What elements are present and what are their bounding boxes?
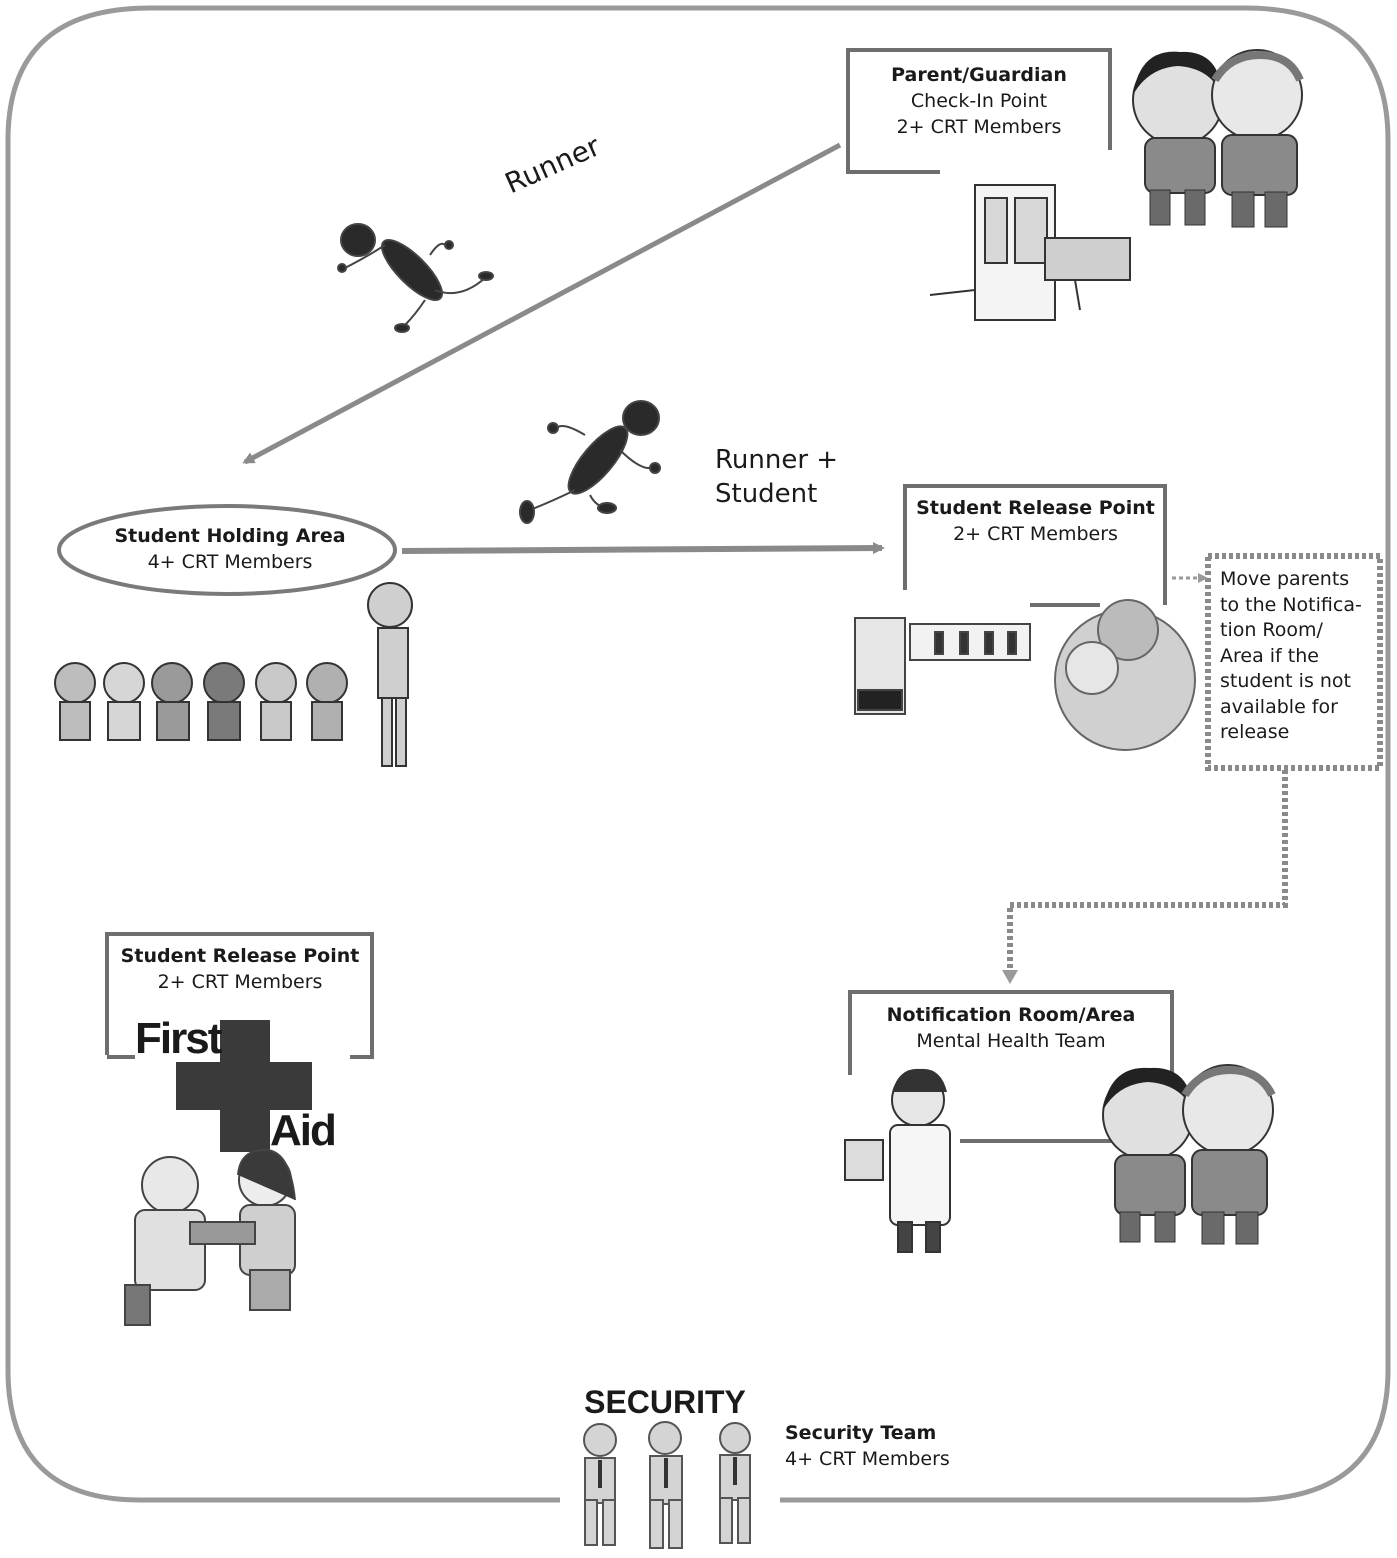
- checkin-label: Parent/Guardian Check-In Point 2+ CRT Me…: [850, 62, 1108, 140]
- note-line: release: [1220, 721, 1290, 743]
- parent-child-hug: [1054, 599, 1196, 751]
- first-aid-word2: Aid: [270, 1106, 337, 1155]
- notification-line1: Notification Room/Area: [886, 1004, 1136, 1026]
- notification-label: Notification Room/Area Mental Health Tea…: [855, 1002, 1167, 1054]
- checkin-box: [846, 48, 1112, 174]
- note-line: tion Room/: [1220, 619, 1323, 641]
- release-main-line1: Student Release Point: [916, 497, 1155, 519]
- release-main-label: Student Release Point 2+ CRT Members: [908, 495, 1163, 547]
- note-box: [1205, 553, 1383, 771]
- note-line: available for: [1220, 695, 1338, 718]
- checkpoint-booth: [929, 184, 1131, 321]
- runner-student-line2: Student: [715, 479, 818, 509]
- first-aid-people: [124, 1148, 296, 1326]
- note-line: Area if the: [1220, 644, 1319, 667]
- notification-box: [848, 990, 1174, 1143]
- security-line2: 4+ CRT Members: [785, 1448, 950, 1470]
- security-label: Security Team 4+ CRT Members: [785, 1420, 985, 1472]
- note-line: Move parents: [1220, 568, 1350, 590]
- runner-figure-top: [337, 223, 494, 333]
- note-line: student is not: [1220, 670, 1352, 692]
- checkin-line1: Parent/Guardian: [891, 64, 1067, 86]
- release-aid-line2: 2+ CRT Members: [157, 971, 323, 993]
- parents-couple-top: [1132, 49, 1304, 228]
- arrow-holding-to-release: [401, 542, 885, 555]
- parents-couple-bottom: [1102, 1064, 1276, 1245]
- runner-student-label: Runner + Student: [715, 443, 838, 511]
- holding-line1: Student Holding Area: [114, 525, 346, 547]
- release-aid-label: Student Release Point 2+ CRT Members: [110, 943, 370, 995]
- notification-line2: Mental Health Team: [916, 1030, 1106, 1052]
- checkin-line3: 2+ CRT Members: [896, 116, 1062, 138]
- arrow-note-to-notification: [1007, 770, 1288, 975]
- first-aid-word1: First: [135, 1014, 222, 1063]
- runner-student-line1: Runner +: [715, 445, 839, 475]
- doctor-figure: [844, 1068, 951, 1253]
- first-aid-cross: [176, 1020, 312, 1152]
- security-team-figures: [583, 1421, 751, 1549]
- first-aid-box: [105, 932, 374, 1059]
- release-aid-line1: Student Release Point: [120, 945, 360, 967]
- release-box: [903, 484, 1167, 605]
- notification-instruction: Move parents to the Notifica- tion Room/…: [1220, 567, 1370, 746]
- note-line: to the Notifica-: [1220, 593, 1362, 616]
- arrow-checkin-to-holding: [242, 142, 842, 465]
- students-group: [54, 582, 413, 767]
- security-title: SECURITY: [584, 1384, 746, 1420]
- area-boundary: [5, 5, 1391, 1503]
- checkin-line2: Check-In Point: [910, 90, 1048, 112]
- barrier-gate: [854, 617, 1031, 715]
- runner-figure-middle: [519, 400, 661, 524]
- holding-line2: 4+ CRT Members: [147, 551, 313, 573]
- security-line1: Security Team: [785, 1422, 937, 1444]
- release-main-line2: 2+ CRT Members: [953, 523, 1118, 545]
- holding-ellipse: [57, 504, 397, 596]
- holding-label: Student Holding Area 4+ CRT Members: [80, 523, 380, 575]
